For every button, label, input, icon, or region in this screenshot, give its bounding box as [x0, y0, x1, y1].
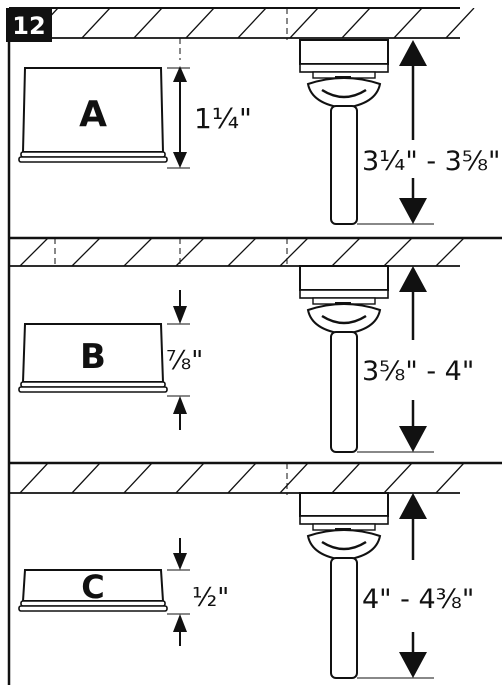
- spacer-c-label: C: [81, 568, 104, 606]
- spacer-c-height: ½": [192, 583, 229, 613]
- spacer-b-height: ⅞": [166, 346, 203, 376]
- panel-c: C ½" 4" - 4⅜": [8, 461, 502, 679]
- step-number-badge: 12: [6, 8, 52, 42]
- fixture-a: [299, 39, 434, 225]
- panel-a: A 1¼" 3¼" - 3⅝": [8, 8, 500, 225]
- panel-b: B ⅞" 3⅝" - 4": [8, 236, 502, 453]
- spacer-c-dimension: ½": [173, 538, 229, 646]
- ceiling-hatch: [29, 8, 475, 38]
- fixture-b: [299, 265, 434, 453]
- range-a-dimension: 3¼" - 3⅝": [362, 40, 500, 224]
- spacer-c: C: [18, 568, 190, 615]
- step-number: 12: [12, 12, 45, 40]
- range-b-label: 3⅝" - 4": [362, 356, 474, 387]
- spacer-a: A: [18, 67, 190, 169]
- spacer-b: B: [18, 323, 190, 397]
- range-a-label: 3¼" - 3⅝": [362, 146, 500, 177]
- range-c-dimension: 4" - 4⅜": [362, 493, 474, 678]
- fixture-c: [299, 492, 434, 679]
- spacer-a-dimension: 1¼": [173, 66, 252, 168]
- spacer-b-dimension: ⅞": [166, 290, 203, 430]
- ceiling-hatch: [19, 238, 465, 266]
- range-b-dimension: 3⅝" - 4": [362, 266, 474, 452]
- ceiling-hatch: [19, 463, 465, 493]
- spacer-b-label: B: [80, 337, 106, 377]
- range-c-label: 4" - 4⅜": [362, 584, 474, 615]
- spacer-a-label: A: [79, 94, 107, 135]
- spacer-a-height: 1¼": [194, 102, 252, 135]
